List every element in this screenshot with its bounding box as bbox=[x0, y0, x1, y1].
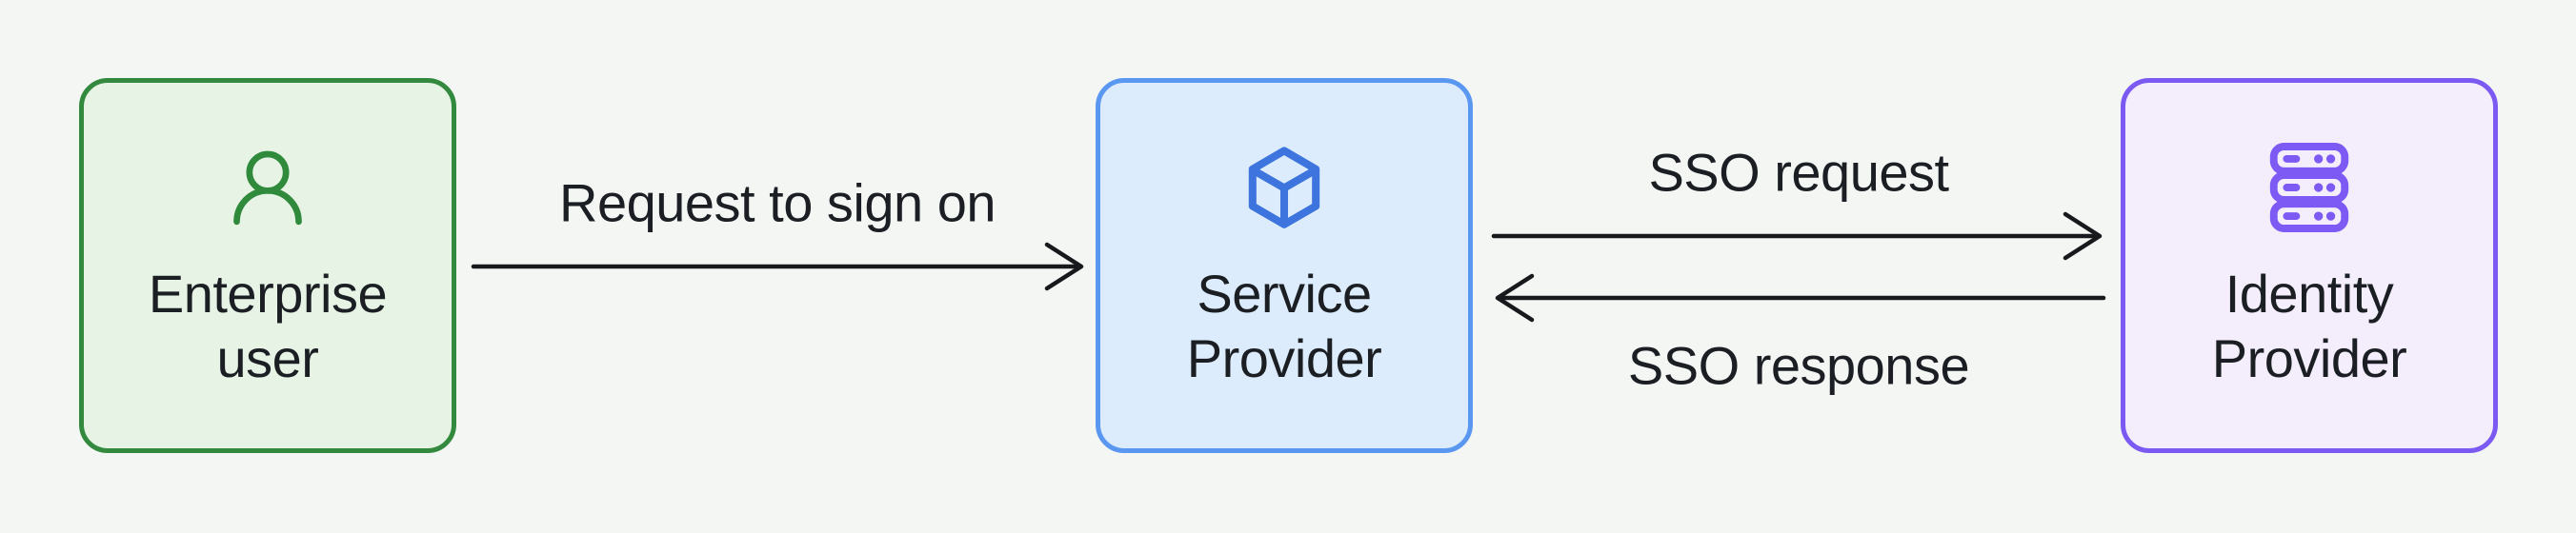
server-icon bbox=[2268, 140, 2350, 235]
arrow-sso-request bbox=[1491, 211, 2103, 261]
arrow-sso-response bbox=[1495, 273, 2106, 323]
arrow-request-to-sign-on bbox=[471, 242, 1084, 291]
node-label-line: Enterprise bbox=[148, 264, 388, 324]
edge-label-sso-response: SSO response bbox=[1627, 335, 1970, 396]
node-label: Enterprise user bbox=[148, 262, 388, 391]
node-label-line: Provider bbox=[2211, 328, 2407, 388]
node-label: Service Provider bbox=[1187, 262, 1382, 391]
node-label: Identity Provider bbox=[2212, 262, 2407, 391]
node-label-line: Identity bbox=[2224, 264, 2394, 324]
node-label-line: user bbox=[216, 328, 319, 388]
edge-label-sso-request: SSO request bbox=[1648, 142, 1949, 203]
user-icon bbox=[220, 140, 315, 235]
node-enterprise-user: Enterprise user bbox=[79, 78, 456, 453]
node-identity-provider: Identity Provider bbox=[2121, 78, 2498, 453]
node-label-line: Service bbox=[1197, 264, 1372, 324]
cube-icon bbox=[1240, 140, 1328, 235]
edge-label-request-to-sign-on: Request to sign on bbox=[559, 172, 996, 233]
node-label-line: Provider bbox=[1186, 328, 1382, 388]
node-service-provider: Service Provider bbox=[1096, 78, 1473, 453]
